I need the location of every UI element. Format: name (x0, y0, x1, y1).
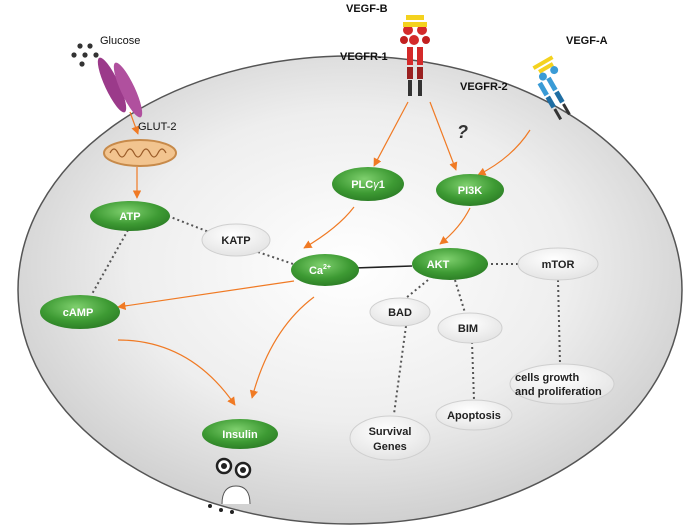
vegfb-ligand-icon (400, 15, 430, 45)
plc-gamma: γ (373, 179, 380, 191)
node-pi3k-label: PI3K (458, 185, 483, 197)
node-bim: BIM (437, 312, 503, 344)
mitochondrion-icon (103, 139, 177, 167)
link-atp-katp (167, 215, 215, 235)
node-survival-genes: Survival Genes (349, 415, 431, 461)
vegfa-label: VEGF-A (566, 35, 608, 47)
insulin-granule-icon (215, 457, 252, 479)
vegfr2-receptor-icon (537, 76, 571, 121)
node-atp-label: ATP (119, 211, 140, 223)
arrow-vegfr2-pi3k (477, 129, 531, 176)
vegfr1-label: VEGFR-1 (340, 51, 388, 63)
node-mtor: mTOR (517, 247, 599, 281)
node-insulin: Insulin (202, 419, 278, 449)
node-akt-label: AKT (427, 259, 450, 271)
glut2-label: GLUT-2 (138, 121, 177, 133)
arrow-glut-mito (129, 111, 140, 135)
node-katp-label: KATP (221, 235, 250, 247)
arrow-vegfr1-pi3k (429, 101, 458, 171)
node-bad: BAD (369, 297, 431, 327)
link-atp-camp (91, 229, 129, 295)
node-apoptosis-label: Apoptosis (447, 410, 501, 422)
arrows (117, 101, 531, 406)
node-insulin-label: Insulin (222, 429, 258, 441)
cells-growth-line2: and proliferation (515, 386, 602, 398)
connectors (91, 215, 561, 415)
ca-base: Ca (309, 265, 324, 277)
node-camp-label: cAMP (63, 307, 94, 319)
node-bad-label: BAD (388, 307, 412, 319)
arrow-vegfr1-plc (373, 101, 409, 167)
node-atp: ATP (90, 201, 170, 231)
arrow-plc-ca (303, 206, 355, 249)
link-akt-bim (454, 279, 467, 317)
vegfr1-receptor-icon (407, 47, 423, 96)
node-plc: PLCγ1 (332, 167, 404, 201)
glut2-transporter-icon (97, 57, 143, 118)
glucose-dots-icon (71, 43, 99, 67)
node-cells-growth: cells growth and proliferation (509, 363, 615, 405)
node-ca: Ca2+ (291, 254, 359, 286)
vegfr2-label: VEGFR-2 (460, 81, 508, 93)
node-bim-label: BIM (458, 323, 478, 335)
node-akt: AKT (412, 248, 488, 280)
plc-suffix: 1 (379, 179, 385, 191)
node-pi3k: PI3K (436, 174, 504, 206)
cells-growth-line1: cells growth (515, 372, 579, 384)
arrow-ca-camp (117, 280, 295, 311)
glucose-label: Glucose (100, 35, 140, 47)
node-ca-label: Ca2+ (309, 264, 331, 277)
vegfb-label: VEGF-B (346, 3, 388, 15)
link-mtor-growth (557, 279, 561, 365)
arrow-ca-insulin (249, 296, 315, 399)
survival-line1: Survival (369, 426, 412, 438)
arrow-camp-insulin (117, 339, 236, 406)
exocytosis-vesicle (208, 485, 251, 514)
node-katp: KATP (201, 223, 271, 257)
link-ca-akt (353, 265, 413, 269)
ca-superscript: 2+ (323, 264, 331, 271)
survival-line2: Genes (373, 441, 407, 453)
node-apoptosis: Apoptosis (435, 399, 513, 431)
plc-prefix: PLC (351, 179, 373, 191)
node-mtor-label: mTOR (542, 259, 575, 271)
vegfa-ligand-icon (532, 55, 559, 81)
node-camp: cAMP (40, 295, 120, 329)
question-mark: ? (457, 122, 468, 142)
arrow-pi3k-akt (439, 207, 471, 245)
node-plc-label: PLCγ1 (351, 179, 385, 191)
cell-body (17, 55, 683, 525)
link-katp-ca (257, 251, 297, 266)
